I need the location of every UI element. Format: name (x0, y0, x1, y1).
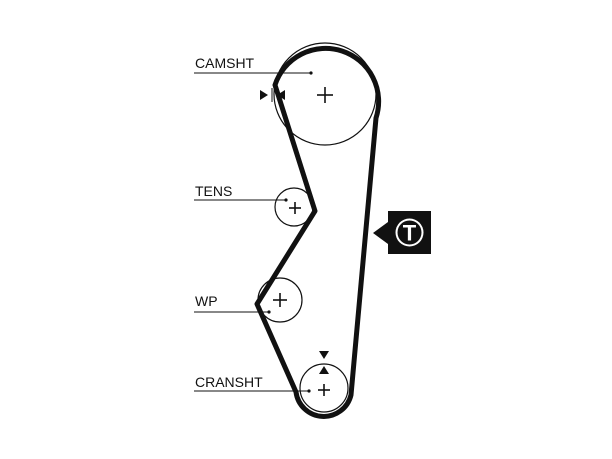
water-pump-leader-dot (267, 310, 271, 314)
plus-icon (289, 202, 301, 214)
plus-icon (318, 384, 330, 396)
water-pump-label: WP (195, 293, 218, 309)
alignment-arrow-icon (319, 351, 329, 374)
camshaft-pulley (273, 42, 377, 146)
tension-badge-letter: T (403, 221, 417, 246)
plus-icon (273, 293, 287, 307)
tension-indicator-icon: T (373, 211, 431, 254)
tensioner-label: TENS (195, 183, 232, 199)
tensioner-pulley (274, 187, 314, 227)
water-pump-pulley (257, 277, 303, 323)
crankshaft-label: CRANSHT (195, 374, 263, 390)
tensioner-leader-dot (284, 198, 288, 202)
plus-icon (317, 87, 333, 103)
alignment-arrow-icon (260, 88, 285, 102)
camshaft-leader-dot (309, 71, 313, 75)
crankshaft-pulley (299, 363, 349, 413)
timing-belt (254, 45, 382, 419)
crankshaft-leader-dot (307, 389, 311, 393)
camshaft-label: CAMSHT (195, 55, 255, 71)
